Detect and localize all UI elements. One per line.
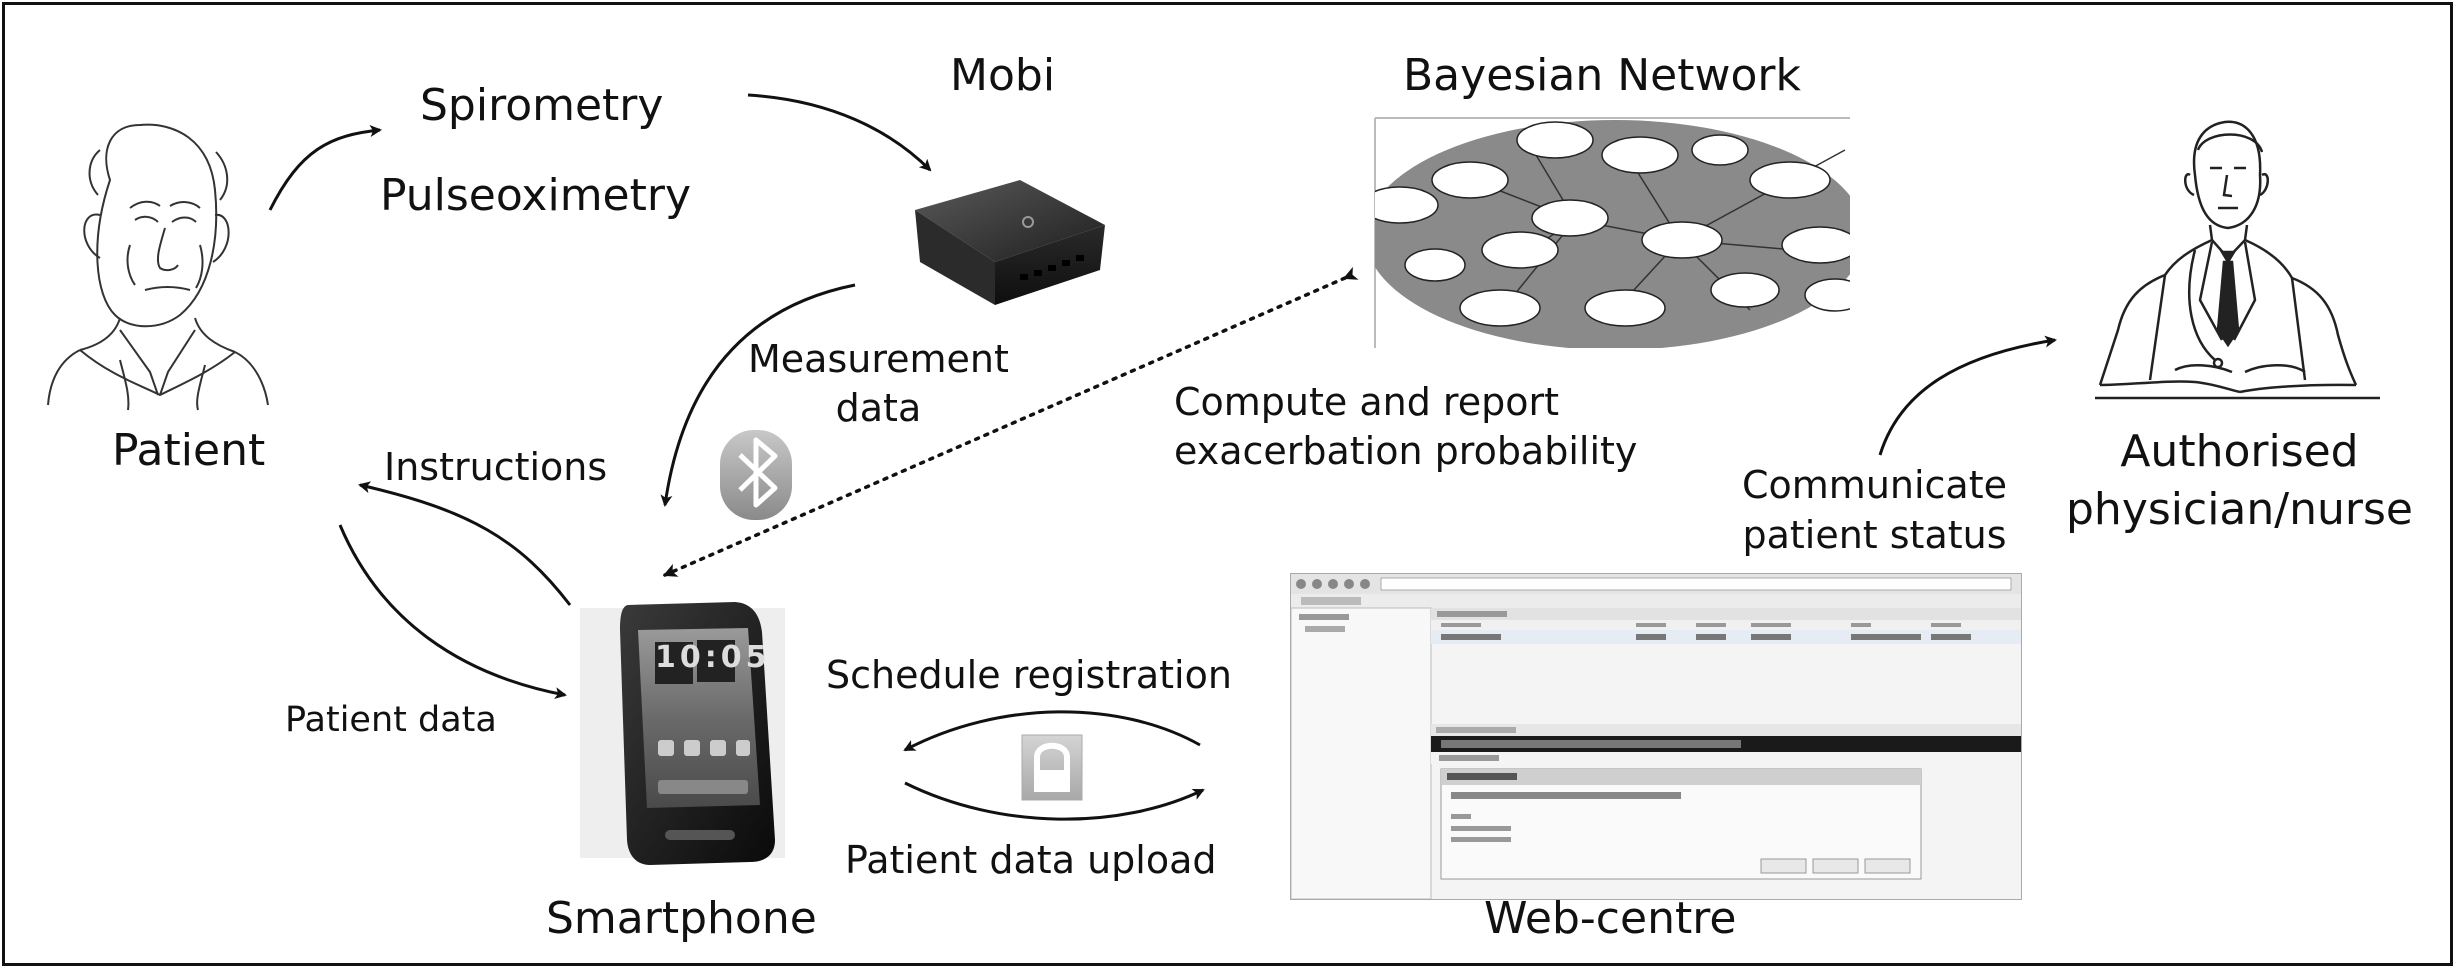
label-instructions: Instructions — [384, 445, 608, 489]
label-pulseoximetry: Pulseoximetry — [380, 170, 692, 221]
arrow-smartphone-to-webcentre — [904, 781, 1205, 821]
label-patient: Patient — [112, 425, 266, 476]
label-web-centre: Web-centre — [1484, 893, 1737, 944]
label-patient-data: Patient data — [285, 700, 497, 740]
label-authorised-physician: Authorised physician/nurse — [2066, 426, 2413, 536]
arrow-tests-to-mobi — [747, 93, 932, 172]
web-centre-screenshot — [1290, 573, 2022, 900]
arrow-smartphone-to-patient — [358, 481, 572, 606]
label-compute-report: Compute and report exacerbation probabil… — [1174, 380, 1638, 474]
arrow-webcentre-to-smartphone — [903, 710, 1201, 752]
arrow-communicate-to-physician — [1878, 335, 2057, 456]
label-mobi: Mobi — [950, 50, 1056, 101]
label-spirometry: Spirometry — [420, 80, 664, 131]
label-smartphone: Smartphone — [546, 893, 817, 944]
label-patient-data-upload: Patient data upload — [845, 838, 1217, 882]
label-schedule-registration: Schedule registration — [826, 653, 1232, 697]
label-communicate-status: Communicate patient status — [1742, 463, 2007, 558]
arrow-patient-to-smartphone — [338, 524, 567, 700]
label-bayesian-network: Bayesian Network — [1403, 50, 1801, 101]
label-measurement-data: Measurement data — [748, 337, 1009, 431]
arrow-patient-to-tests — [268, 125, 382, 211]
dotted-arrow-bn-smartphone — [662, 266, 1359, 577]
